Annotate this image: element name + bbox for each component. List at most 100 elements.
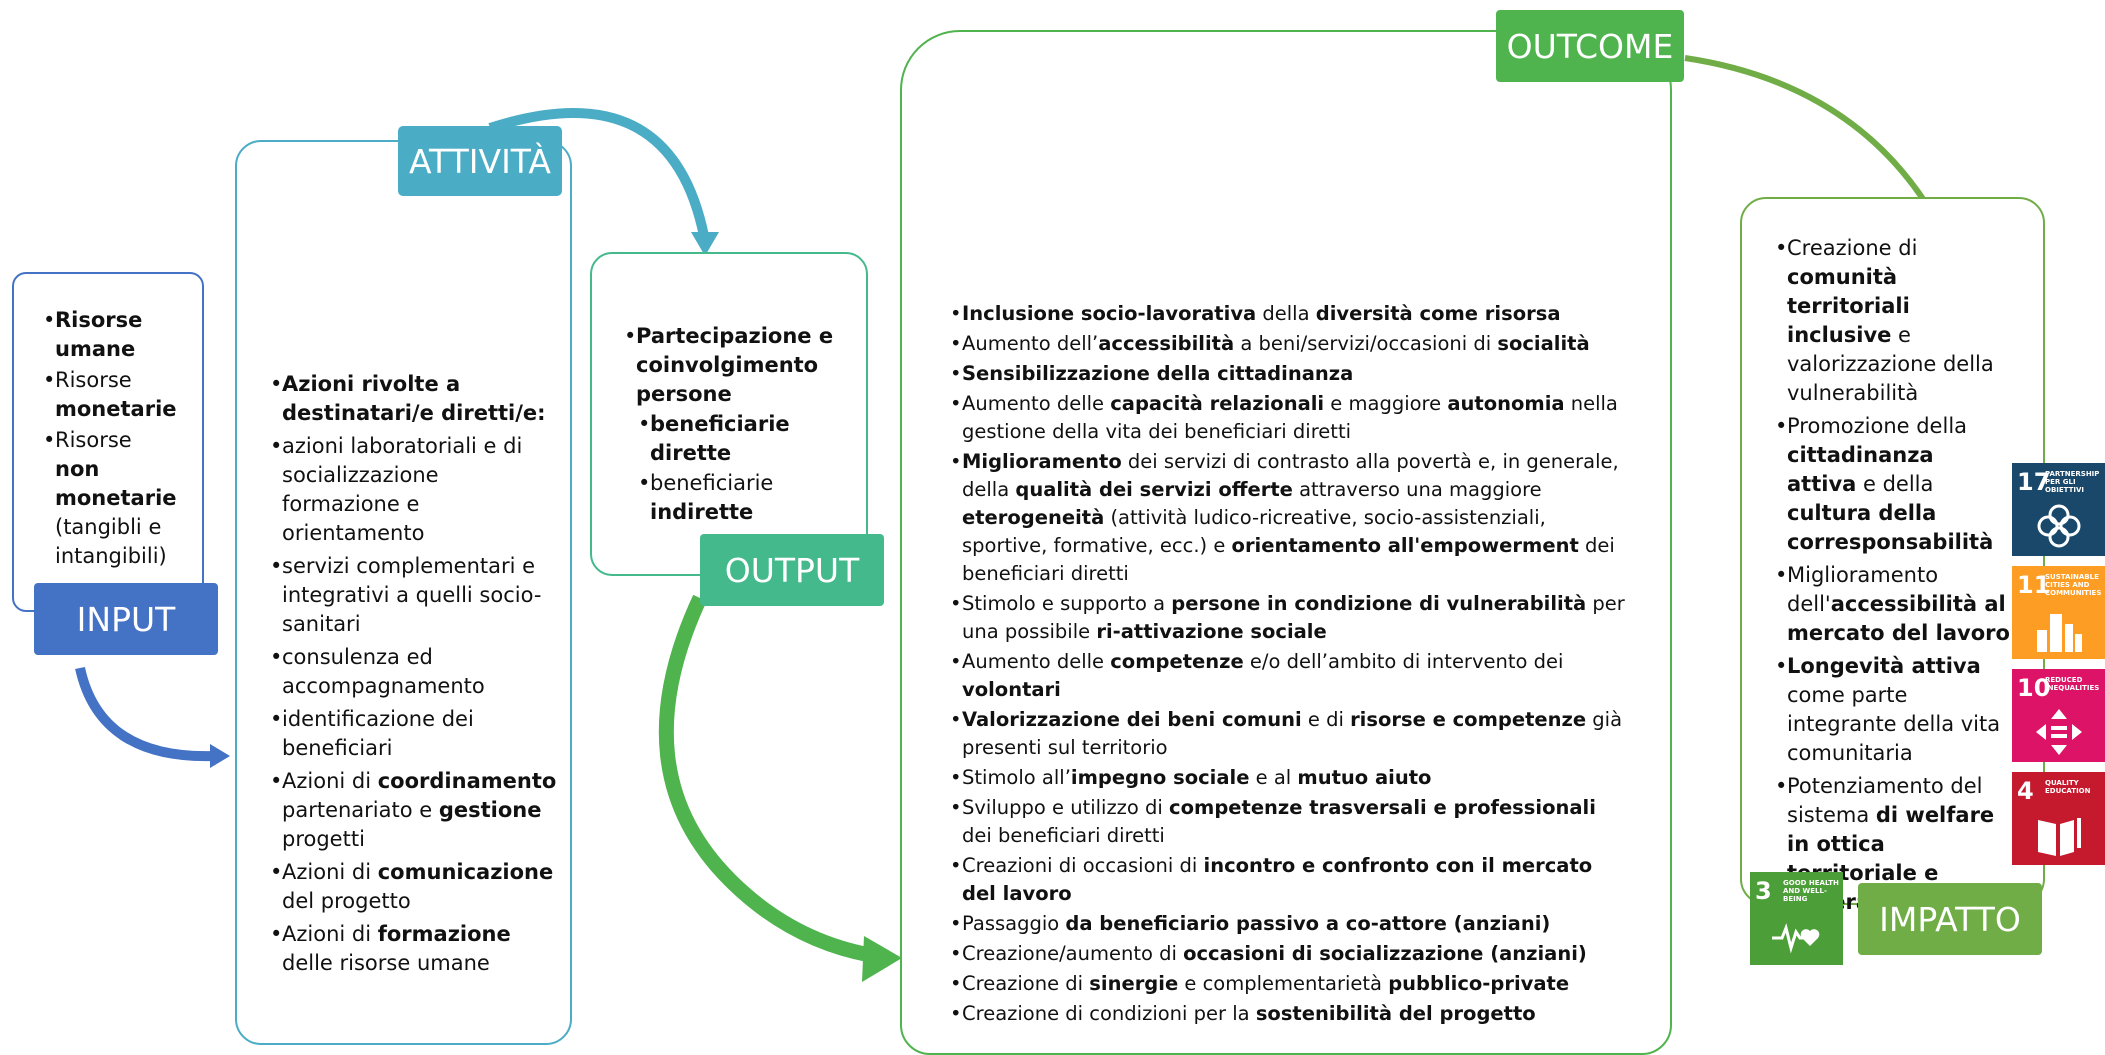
outcome-text: Passaggio [962,912,1066,935]
impatto-bold-text: cittadinanza attiva [1787,443,1934,496]
impatto-bold-text: comunità territoriali inclusive [1787,265,1910,347]
outcome-item: Miglioramento dei servizi di contrasto a… [950,448,1630,588]
sdg-3-icon: 3 GOOD HEALTH AND WELL-BEING [1750,872,1843,965]
impatto-item: Creazione di comunità territoriali inclu… [1775,234,2010,408]
sdg-17-icon: 17 PARTNERSHIP PER GLI OBIETTIVI [2012,463,2105,556]
impatto-text: Potenziamento del sistema [1787,774,1983,827]
outcome-item: Passaggio da beneficiario passivo a co-a… [950,910,1630,938]
input-bold-text: monetarie [55,397,177,421]
open-book-icon [2038,818,2081,856]
outcome-item: Creazione di condizioni per la sostenibi… [950,1000,1630,1028]
outcome-bold-text: autonomia [1447,392,1565,415]
outcome-bold-text: ri-attivazione sociale [1096,620,1327,643]
outcome-text: e maggiore [1324,392,1448,415]
attivita-item: servizi complementari e integrativi a qu… [270,552,560,639]
output-item: beneficiarie indirette [638,469,839,527]
attivita-text: partenariato e [282,798,439,822]
input-item: Risorse monetarie [43,366,178,424]
sdg-4-title: QUALITY EDUCATION [2045,779,2091,795]
impatto-text: e valorizzazione della vulnerabilità [1787,323,1994,405]
outcome-bold-text: socialità [1497,332,1590,355]
impatto-item: Longevità attiva come parte integrante d… [1775,652,2010,768]
outcome-bold-text: Sensibilizzazione della cittadinanza [962,362,1354,385]
outcome-bold-text: persone in condizione di vulnerabilità [1171,592,1587,615]
arrow-head-input [210,744,230,768]
output-bold-text: Partecipazione e coinvolgimento persone [636,324,834,406]
outcome-bold-text: da beneficiario passivo a co-attore (anz… [1065,912,1551,935]
outcome-text: e al [1249,766,1298,789]
input-bold-text: Risorse umane [55,308,143,361]
attivita-list: Azioni rivolte a destinatari/e diretti/e… [270,370,560,982]
sdg-11-title: SUSTAINABLE CITIES AND COMMUNITIES [2045,573,2102,597]
outcome-bold-text: risorse e competenze [1350,708,1587,731]
impatto-bold-text: cultura della corresponsabilità [1787,501,1994,554]
attivita-text: Azioni di [282,860,378,884]
outcome-text: e/o dell’ambito di intervento dei [1243,650,1564,673]
outcome-text: dei servizi di contrasto alla povertà e,… [962,450,1619,501]
impatto-item: Potenziamento del sistema di welfare in … [1775,772,2010,917]
outcome-bold-text: Inclusione socio-lavorativa [962,302,1257,325]
outcome-item: Inclusione socio-lavorativa della divers… [950,300,1630,328]
outcome-item: Aumento delle competenze e/o dell’ambito… [950,648,1630,704]
output-item: Partecipazione e coinvolgimento persone [624,322,839,409]
impatto-text: Miglioramento dell' [1787,563,1939,616]
attivita-item: Azioni di comunicazione del progetto [270,858,560,916]
outcome-text: Aumento delle [962,650,1111,673]
outcome-item: Sensibilizzazione della cittadinanza [950,360,1630,388]
attivita-text: del progetto [282,889,411,913]
outcome-text: Stimolo all’ [962,766,1071,789]
attivita-bold-text: coordinamento [377,769,557,793]
outcome-bold-text: Valorizzazione dei beni comuni [962,708,1302,731]
sdg-17-number: 17 [2017,468,2051,496]
outcome-text: e complementarietà [1178,972,1389,995]
attivita-bold-text: comunicazione [377,860,554,884]
outcome-item: Creazione di sinergie e complementarietà… [950,970,1630,998]
outcome-text: Stimolo e supporto a [962,592,1172,615]
outcome-bold-text: competenze trasversali e professionali [1169,796,1596,819]
outcome-bold-text: impegno sociale [1070,766,1250,789]
output-text: beneficiarie [650,471,774,495]
attivita-bold-text: Azioni rivolte a destinatari/e diretti/e… [282,372,546,425]
arrow-attivita-to-output [488,108,709,238]
equality-arrows-icon [2036,709,2082,755]
output-label: OUTPUT [700,534,884,606]
arrow-input-to-attivita [75,666,216,762]
outcome-text: nella gestione della vita dei beneficiar… [962,392,1618,443]
sdg-17-title: PARTNERSHIP PER GLI OBIETTIVI [2045,470,2100,494]
outcome-bold-text: sostenibilità del progetto [1255,1002,1536,1025]
outcome-text: Creazioni di occasioni di [962,854,1204,877]
outcome-item: Aumento delle capacità relazionali e mag… [950,390,1630,446]
attivita-item: Azioni di coordinamento partenariato e g… [270,767,560,854]
output-bold-text: indirette [650,500,754,524]
attivita-text: identificazione dei beneficiari [282,707,474,760]
attivita-item: Azioni rivolte a destinatari/e diretti/e… [270,370,560,428]
attivita-text: delle risorse umane [282,951,490,975]
arrow-head-output [862,936,902,982]
outcome-bold-text: pubblico-private [1388,972,1570,995]
outcome-bold-text: eterogeneità [962,506,1105,529]
impatto-list: Creazione di comunità territoriali inclu… [1775,234,2010,921]
impatto-text: e della [1856,472,1934,496]
input-item: Risorse non monetarie (tangibli e intang… [43,426,178,571]
impatto-item: Promozione della cittadinanza attiva e d… [1775,412,2010,557]
outcome-text: (attività ludico-ricreative, socio-assis… [962,506,1546,557]
outcome-text: e di [1301,708,1351,731]
outcome-bold-text: mutuo aiuto [1297,766,1432,789]
outcome-bold-text: orientamento all'empowerment [1231,534,1579,557]
outcome-list: Inclusione socio-lavorativa della divers… [950,300,1630,1030]
input-bold-text: non monetarie [55,457,177,510]
outcome-bold-text: qualità dei servizi offerte [1015,478,1293,501]
city-buildings-icon [2037,614,2082,652]
outcome-text: Creazione/aumento di [962,942,1184,965]
outcome-item: Creazioni di occasioni di incontro e con… [950,852,1630,908]
outcome-text: dei beneficiari diretti [962,824,1165,847]
outcome-text: già presenti sul territorio [962,708,1623,759]
attivita-label: ATTIVITÀ [398,126,562,196]
sdg-10-number: 10 [2017,674,2051,702]
outcome-text: a beni/servizi/occasioni di [1234,332,1498,355]
input-item: Risorse umane [43,306,178,364]
outcome-text: Aumento dell’ [962,332,1099,355]
attivita-text: Azioni di [282,769,378,793]
outcome-item: Stimolo e supporto a persone in condizio… [950,590,1630,646]
